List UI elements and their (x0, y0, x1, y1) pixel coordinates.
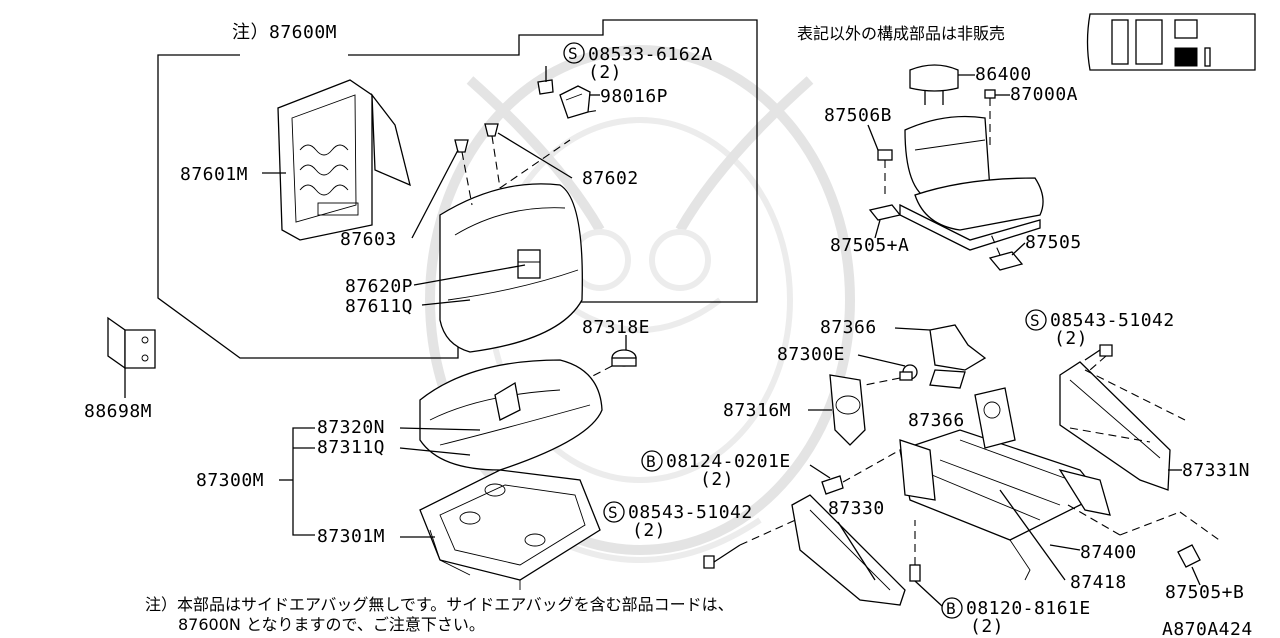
svg-text:S: S (1030, 311, 1040, 330)
bottom-note-line1: 注）本部品はサイドエアバッグ無しです。サイドエアバッグを含む部品コードは、 (145, 595, 734, 614)
label-87603: 87603 (340, 229, 397, 250)
cover-87506B (877, 149, 893, 161)
side-cover-87330 (791, 494, 906, 606)
label-87301M: 87301M (317, 526, 385, 547)
seatback-frame-87601M (277, 79, 411, 241)
label-87366-a: 87366 (820, 317, 877, 338)
cover-87316M (829, 374, 866, 446)
label-08543-b-qty: (2) (1054, 328, 1088, 349)
label-87320N: 87320N (317, 417, 385, 438)
seat-pan-87301M (419, 469, 601, 590)
label-08543-a-qty: (2) (632, 520, 666, 541)
side-cover-87331N (1059, 361, 1171, 491)
label-87000A: 87000A (1010, 84, 1078, 105)
label-87316M: 87316M (723, 400, 791, 421)
seat-assembly (899, 115, 1044, 251)
label-87311Q: 87311Q (317, 437, 385, 458)
label-87505-B: 87505+B (1165, 582, 1244, 603)
screw-08533 (537, 66, 554, 95)
label-87318E: 87318E (582, 317, 650, 338)
bolt-symbol-08120: B (941, 597, 963, 619)
bracket-88698M (107, 316, 156, 370)
cover-87505A (868, 204, 902, 221)
svg-text:S: S (608, 503, 618, 522)
label-87601M: 87601M (180, 164, 248, 185)
clip-87000A (984, 89, 996, 99)
label-08543-51042-b: 08543-51042 (1050, 310, 1175, 331)
bracket-98016P (559, 85, 591, 119)
adjuster-87400 (899, 387, 1111, 581)
label-98016P: 98016P (600, 86, 668, 107)
svg-text:S: S (568, 44, 578, 63)
label-87602: 87602 (582, 168, 639, 189)
bolt-08120 (909, 520, 921, 582)
diagram-code: A870A424 (1162, 619, 1253, 638)
label-87300M: 87300M (196, 470, 264, 491)
svg-text:B: B (946, 599, 956, 618)
top-note: 表記以外の構成部品は非販売 (797, 24, 1005, 43)
bottom-note-line2: 87600N となりますので、ご注意下さい。 (178, 615, 485, 634)
label-08533-qty: (2) (588, 62, 622, 83)
label-08120-qty: (2) (970, 616, 1004, 637)
label-86400: 86400 (975, 64, 1032, 85)
label-08124-qty: (2) (700, 469, 734, 490)
cap-87318E (611, 349, 637, 367)
knee-cover-87366 (929, 324, 987, 389)
label-87505: 87505 (1025, 232, 1082, 253)
label-08543-51042-a: 08543-51042 (628, 502, 753, 523)
label-08533-6162A: 08533-6162A (588, 44, 713, 65)
screw-08543-b (1084, 344, 1113, 361)
clip-87602 (484, 123, 571, 189)
seat-cushion-87311Q (419, 359, 603, 471)
label-87366-b: 87366 (908, 410, 965, 431)
label-87611Q: 87611Q (345, 296, 413, 317)
clip-87603 (454, 139, 473, 206)
screw-symbol-08543-b: S (1025, 309, 1047, 331)
watermark-emblem (425, 45, 855, 563)
svg-text:B: B (646, 452, 656, 471)
label-87331N: 87331N (1182, 460, 1250, 481)
label-87400: 87400 (1080, 542, 1137, 563)
screw-symbol-08533: S (563, 42, 585, 64)
vehicle-position-icon (1086, 13, 1256, 71)
label-88698M: 88698M (84, 401, 152, 422)
label-08124-0201E: 08124-0201E (666, 451, 791, 472)
label-87620P: 87620P (345, 276, 413, 297)
label-87330: 87330 (828, 498, 885, 519)
headrest-86400 (909, 64, 959, 105)
label-87600M: 注）87600M (232, 22, 337, 43)
bolt-08124 (809, 464, 844, 495)
cover-87505 (988, 251, 1024, 271)
label-87418: 87418 (1070, 572, 1127, 593)
cover-87505B (1177, 544, 1201, 568)
label-87300E: 87300E (777, 344, 845, 365)
label-08120-8161E: 08120-8161E (966, 598, 1091, 619)
label-87505-A: 87505+A (830, 235, 909, 256)
seatback-assembly-frame (157, 19, 758, 359)
screw-symbol-08543-a: S (603, 501, 625, 523)
bolt-symbol-08124: B (641, 450, 663, 472)
screw-08543-a (703, 544, 741, 569)
label-87506B: 87506B (824, 105, 892, 126)
clip-87300E (899, 364, 918, 381)
